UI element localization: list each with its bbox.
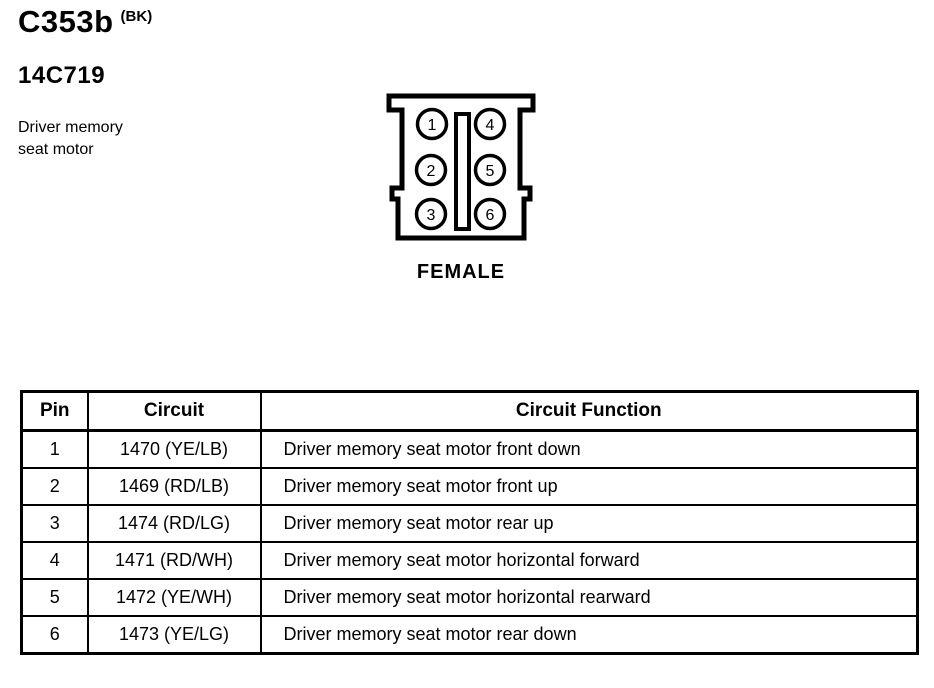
- table-row: 5 1472 (YE/WH) Driver memory seat motor …: [20, 578, 919, 617]
- function-cell: Driver memory seat motor front up: [259, 467, 919, 506]
- connector-diagram: 1 2 3 4 5 6: [386, 93, 536, 243]
- connector-description: Driver memory seat motor: [18, 117, 123, 161]
- circuit-cell: 1469 (RD/LB): [86, 467, 262, 506]
- circuit-cell: 1472 (YE/WH): [86, 578, 262, 617]
- pin-5-circle: [473, 153, 507, 187]
- connector-id-text: C353b: [18, 4, 114, 39]
- table-row: 6 1473 (YE/LG) Driver memory seat motor …: [20, 615, 919, 655]
- connector-outline: [386, 93, 536, 241]
- pin-4-circle: [473, 107, 507, 141]
- circuit-cell: 1471 (RD/WH): [86, 541, 262, 580]
- connector-color-code: (BK): [120, 8, 153, 25]
- table-header-row: Pin Circuit Circuit Function: [20, 390, 919, 432]
- header-pin: Pin: [20, 390, 89, 432]
- pin-cell: 3: [20, 504, 89, 543]
- pin-cell: 2: [20, 467, 89, 506]
- pin-3-number: 3: [427, 207, 436, 224]
- pin-3-circle: [414, 197, 448, 231]
- pin-6-number: 6: [486, 207, 495, 224]
- circuit-cell: 1470 (YE/LB): [86, 429, 262, 469]
- function-cell: Driver memory seat motor front down: [259, 429, 919, 469]
- pin-2-number: 2: [427, 163, 436, 180]
- connector-id: C353b (BK): [18, 4, 152, 40]
- table-row: 4 1471 (RD/WH) Driver memory seat motor …: [20, 541, 919, 580]
- circuit-cell: 1473 (YE/LG): [86, 615, 262, 655]
- function-cell: Driver memory seat motor rear up: [259, 504, 919, 543]
- description-line-2: seat motor: [18, 141, 94, 158]
- pin-cell: 5: [20, 578, 89, 617]
- function-cell: Driver memory seat motor horizontal rear…: [259, 578, 919, 617]
- table-row: 3 1474 (RD/LG) Driver memory seat motor …: [20, 504, 919, 543]
- pin-cell: 4: [20, 541, 89, 580]
- pin-cell: 1: [20, 429, 89, 469]
- pin-5-number: 5: [486, 163, 495, 180]
- function-cell: Driver memory seat motor horizontal forw…: [259, 541, 919, 580]
- pin-4-number: 4: [486, 117, 495, 134]
- part-number: 14C719: [18, 62, 106, 89]
- table-row: 1 1470 (YE/LB) Driver memory seat motor …: [20, 429, 919, 469]
- pin-1-circle: [415, 107, 449, 141]
- pin-2-circle: [414, 153, 448, 187]
- table-row: 2 1469 (RD/LB) Driver memory seat motor …: [20, 467, 919, 506]
- description-line-1: Driver memory: [18, 119, 123, 136]
- connector-svg: 1 2 3 4 5 6: [386, 93, 536, 241]
- connector-gender-label: FEMALE: [416, 261, 506, 283]
- pin-6-circle: [473, 197, 507, 231]
- function-cell: Driver memory seat motor rear down: [259, 615, 919, 655]
- pinout-table: Pin Circuit Circuit Function 1 1470 (YE/…: [20, 390, 919, 655]
- pin-1-number: 1: [428, 117, 437, 134]
- header-circuit: Circuit: [86, 390, 262, 432]
- header-circuit-function: Circuit Function: [259, 390, 919, 432]
- circuit-cell: 1474 (RD/LG): [86, 504, 262, 543]
- pin-cell: 6: [20, 615, 89, 655]
- keyway: [454, 112, 471, 231]
